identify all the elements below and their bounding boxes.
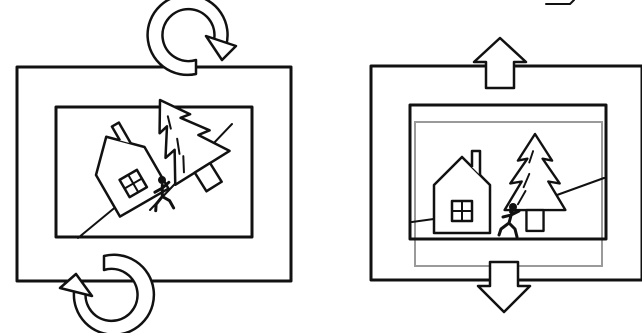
arrow-up-icon	[474, 38, 526, 88]
rotation-panel	[17, 0, 291, 333]
rotate-counterclockwise-icon	[60, 255, 154, 333]
ground-line	[78, 205, 118, 238]
arrow-down-icon	[478, 262, 530, 312]
level-scene	[412, 134, 604, 237]
rotate-clockwise-icon	[148, 0, 236, 75]
tree-icon	[505, 134, 566, 231]
shift-panel	[371, 0, 642, 312]
house-icon	[79, 118, 168, 217]
partial-shape	[546, 0, 574, 4]
house-icon	[434, 151, 490, 233]
